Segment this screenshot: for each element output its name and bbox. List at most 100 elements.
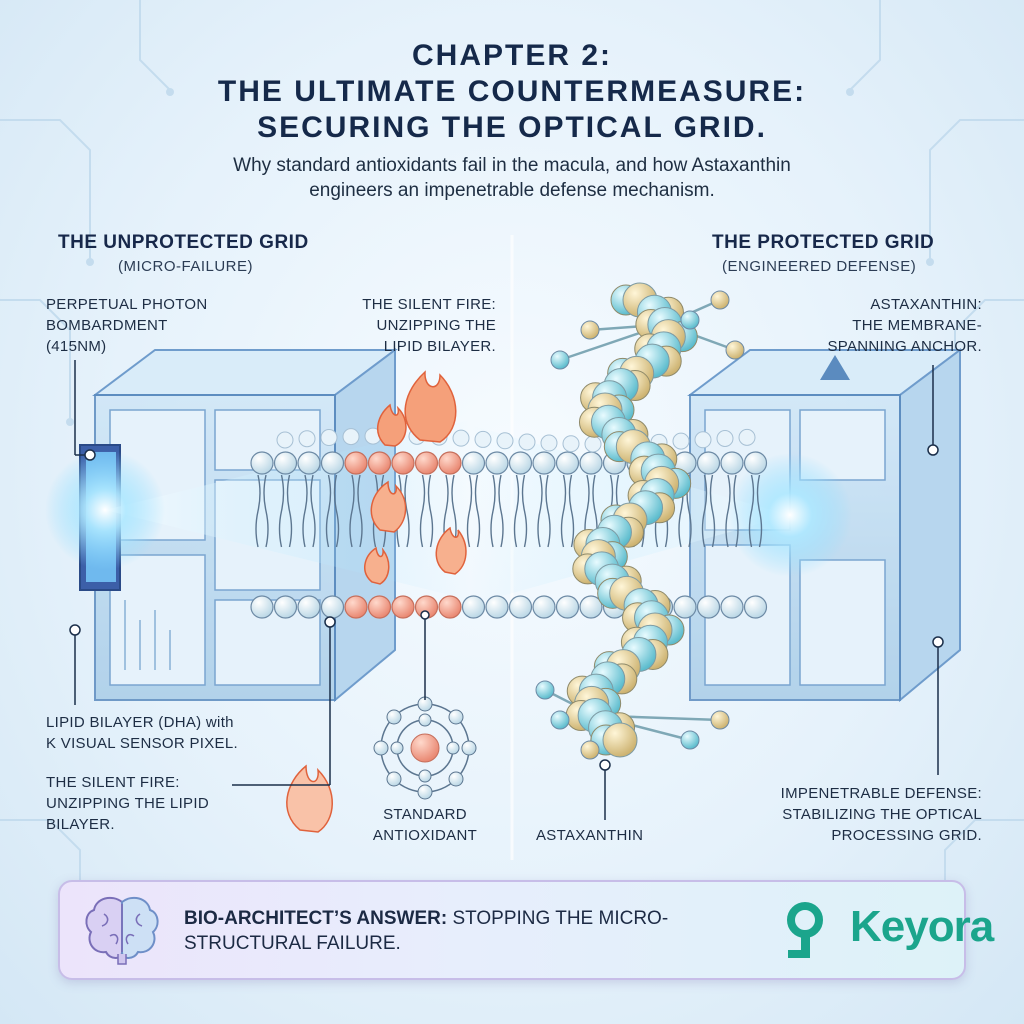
- lipid-head: [555, 451, 580, 475]
- lipid-head: [273, 595, 298, 619]
- unprotected-grid-subheading: (MICRO-FAILURE): [118, 258, 253, 275]
- lipid-head-back: [540, 434, 558, 452]
- lipid-tail: [349, 474, 363, 548]
- lipid-head: [720, 595, 744, 619]
- banner-bold-text: BIO-ARCHITECT’S ANSWER:: [184, 908, 448, 929]
- lipid-head-back: [452, 429, 470, 447]
- lipid-head-back: [496, 432, 514, 450]
- lipid-head: [743, 451, 768, 475]
- lipid-head: [555, 595, 580, 619]
- page-title-line1: THE ULTIMATE COUNTERMEASURE:: [217, 75, 807, 108]
- page-title-line2: SECURING THE OPTICAL GRID.: [257, 111, 767, 144]
- lipid-tail: [419, 474, 434, 548]
- lipid-head: [250, 595, 274, 619]
- standard-antioxidant-molecule: [373, 696, 477, 800]
- photon-bombardment-label: PERPETUAL PHOTON BOMBARDMENT (415NM): [46, 296, 208, 355]
- unprotected-grid-heading: THE UNPROTECTED GRID: [58, 232, 309, 253]
- damaged-lipid-head: [367, 595, 392, 619]
- lipid-head: [579, 595, 603, 619]
- lipid-head: [297, 451, 321, 475]
- lipid-head: [696, 595, 721, 619]
- lipid-head-back: [518, 433, 536, 451]
- molecule-end-atom: [580, 740, 600, 760]
- lipid-head: [461, 451, 486, 475]
- leader-lines: [69, 360, 944, 820]
- flame-icon: [435, 526, 467, 575]
- lipid-head: [320, 595, 345, 619]
- lipid-head: [508, 595, 533, 619]
- silent-fire-top-label: THE SILENT FIRE: UNZIPPING THE LIPID BIL…: [362, 296, 496, 355]
- lipid-head: [485, 451, 509, 475]
- lipid-head: [273, 451, 298, 475]
- damaged-lipid-head: [438, 451, 462, 475]
- protected-grid-heading: THE PROTECTED GRID: [712, 232, 935, 253]
- molecule-end-atom: [550, 350, 570, 370]
- lipid-head-back: [738, 428, 756, 446]
- standard-antioxidant-label: STANDARD ANTIOXIDANT: [372, 806, 478, 844]
- lipid-head-back: [562, 435, 580, 453]
- molecule-end-atom: [535, 680, 555, 700]
- protected-grid-subheading: (ENGINEERED DEFENSE): [722, 258, 917, 275]
- damaged-lipid-head: [391, 595, 415, 619]
- lipid-tail: [255, 474, 269, 548]
- molecule-end-atom: [550, 710, 570, 730]
- subtitle-line1: Why standard antioxidants fail in the ma…: [233, 155, 791, 176]
- lipid-head-back: [320, 429, 338, 447]
- subtitle-line2: engineers an impenetrable defense mechan…: [309, 180, 715, 201]
- keyora-logo: Keyora: [850, 902, 994, 951]
- lipid-head-back: [672, 432, 690, 450]
- lipid-tail: [325, 474, 340, 548]
- lipid-head-back: [342, 428, 360, 446]
- brain-icon: [85, 896, 159, 965]
- lipid-head-back: [584, 435, 602, 453]
- flames: [286, 370, 467, 833]
- lipid-bilayer-label: LIPID BILAYER (DHA) with K VISUAL SENSOR…: [46, 714, 238, 752]
- flame-icon: [404, 370, 457, 443]
- lipid-head: [673, 595, 697, 619]
- silent-fire-bottom-label: THE SILENT FIRE: UNZIPPING THE LIPID BIL…: [46, 774, 209, 833]
- lipid-tail: [537, 474, 551, 548]
- molecule-end-atom: [580, 320, 600, 340]
- banner-body-text: STOPPING THE MICRO-STRUCTURAL FAILURE.: [184, 908, 669, 954]
- lipid-head-back: [298, 430, 316, 448]
- lipid-head: [532, 595, 556, 619]
- flame-icon: [364, 546, 390, 585]
- astaxanthin-anchor-label: ASTAXANTHIN: THE MEMBRANE- SPANNING ANCH…: [827, 296, 982, 355]
- molecule-end-atom: [680, 730, 700, 750]
- damaged-lipid-head: [367, 451, 392, 475]
- damaged-lipid-head: [344, 451, 368, 475]
- lipid-head: [461, 595, 486, 619]
- molecule-atom: [602, 722, 638, 758]
- lipid-head: [743, 595, 768, 619]
- flame-icon: [376, 403, 407, 447]
- lipid-head: [320, 451, 345, 475]
- astaxanthin-label: ASTAXANTHIN: [536, 827, 644, 844]
- lipid-tail: [560, 474, 575, 548]
- lipid-tail: [302, 474, 316, 548]
- lipid-head: [720, 451, 744, 475]
- molecule-end-atom: [710, 710, 730, 730]
- molecule-end-atom: [725, 340, 745, 360]
- lipid-tail: [490, 474, 504, 548]
- lipid-head: [579, 451, 603, 475]
- circuit-decoration: [0, 0, 1024, 880]
- lipid-tail: [748, 474, 763, 548]
- lipid-head: [696, 451, 721, 475]
- lipid-head-back: [276, 431, 294, 449]
- lipid-head-back: [716, 430, 734, 448]
- molecule-end-atom: [710, 290, 730, 310]
- lipid-head-back: [694, 431, 712, 449]
- flame-icon: [286, 764, 333, 833]
- astaxanthin-molecule: [535, 282, 745, 760]
- molecule-end-atom: [680, 310, 700, 330]
- lipid-head-back: [474, 430, 492, 448]
- lipid-head: [508, 451, 533, 475]
- chapter-label: CHAPTER 2:: [411, 39, 612, 72]
- lipid-tail: [725, 474, 739, 548]
- banner-text: BIO-ARCHITECT’S ANSWER: STOPPING THE MIC…: [184, 906, 744, 956]
- keyora-logo-icon: [787, 902, 823, 958]
- lipid-head: [250, 451, 274, 475]
- lipid-tail: [466, 474, 481, 548]
- damaged-lipid-head: [414, 451, 439, 475]
